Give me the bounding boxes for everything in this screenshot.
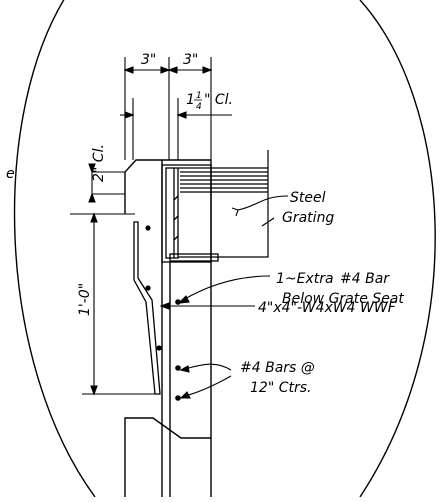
extra-bar-label-line3: Below Grate Seat — [282, 291, 404, 307]
edge-fragment-text: e — [6, 166, 15, 182]
steel-grating-label-line2: Grating — [282, 210, 334, 226]
wwf-reinforcement — [133, 221, 161, 395]
bars-label-line2: 12" Ctrs. — [250, 380, 311, 396]
clear-cover-grate-whole: 1 — [186, 92, 195, 108]
dimension-height — [70, 212, 160, 396]
wwf-label: 4"x4"-W4xW4 WWF — [258, 300, 397, 316]
rebar-dots — [145, 225, 181, 401]
clear-cover-top-label: 2" Cl. — [91, 144, 107, 182]
steel-grating — [178, 150, 275, 258]
concrete-wall — [124, 159, 212, 497]
extra-bar-label-line2: #4 Bar — [340, 271, 390, 287]
bars-label-line1: #4 Bars @ — [240, 360, 315, 376]
clear-cover-grate-num: 1 — [196, 91, 202, 101]
leader-lines — [159, 195, 289, 399]
dim-3in-right: 3" — [183, 52, 198, 68]
detail-boundary-arc — [13, 0, 436, 498]
clear-cover-grate-den: 4 — [196, 102, 202, 112]
steel-grating-label-line1: Steel — [290, 190, 326, 206]
height-dimension-label: 1'-0" — [77, 283, 93, 316]
clear-cover-grate-suffix: " Cl. — [204, 92, 233, 108]
dimension-clear-cover-top — [88, 163, 125, 203]
dim-3in-left: 3" — [141, 52, 156, 68]
extra-bar-label-line1: 1~Extra — [276, 271, 334, 287]
dimension-top — [123, 57, 213, 160]
dimension-clear-cover-grate — [120, 98, 232, 160]
